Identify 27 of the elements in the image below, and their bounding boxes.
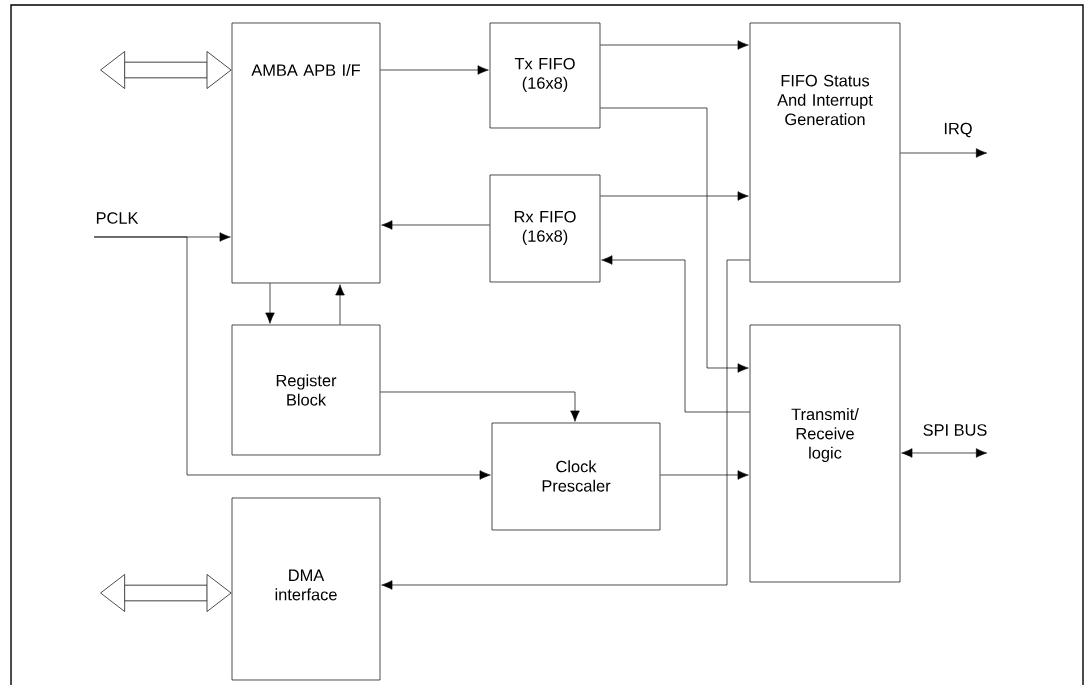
fifo-block: Tx FIFO (16x8) xyxy=(489,22,601,129)
arrow xyxy=(93,236,491,480)
arrow xyxy=(335,284,345,325)
arrow xyxy=(660,470,749,480)
bus-arrow xyxy=(100,574,232,612)
arrow xyxy=(265,283,275,324)
logic-block: Transmit/ Receive logic xyxy=(749,324,901,583)
arrow xyxy=(381,220,490,230)
edge-label: IRQ xyxy=(942,121,974,139)
edge-label: SPI BUS xyxy=(921,423,989,437)
arrow xyxy=(600,191,749,201)
arrow xyxy=(900,148,988,158)
signal-label: PCLK xyxy=(96,212,139,224)
fifo-block: Rx FIFO (16x8) xyxy=(489,174,601,283)
bus-arrow xyxy=(100,51,232,89)
prescaler-block: Clock Prescaler xyxy=(491,422,661,531)
status-block: FIFO Status And Interrupt Generation xyxy=(749,22,901,283)
register-block: Register Block xyxy=(231,324,381,456)
arrow xyxy=(380,391,580,422)
arrow xyxy=(901,448,988,458)
arrow xyxy=(601,255,750,413)
arrow xyxy=(600,40,749,50)
arrow xyxy=(380,65,489,75)
arrow xyxy=(600,107,749,373)
dma-block: DMA interface xyxy=(231,497,381,681)
arrow xyxy=(381,259,750,590)
bus-interface-block: AMBA APB I/F xyxy=(231,22,381,284)
